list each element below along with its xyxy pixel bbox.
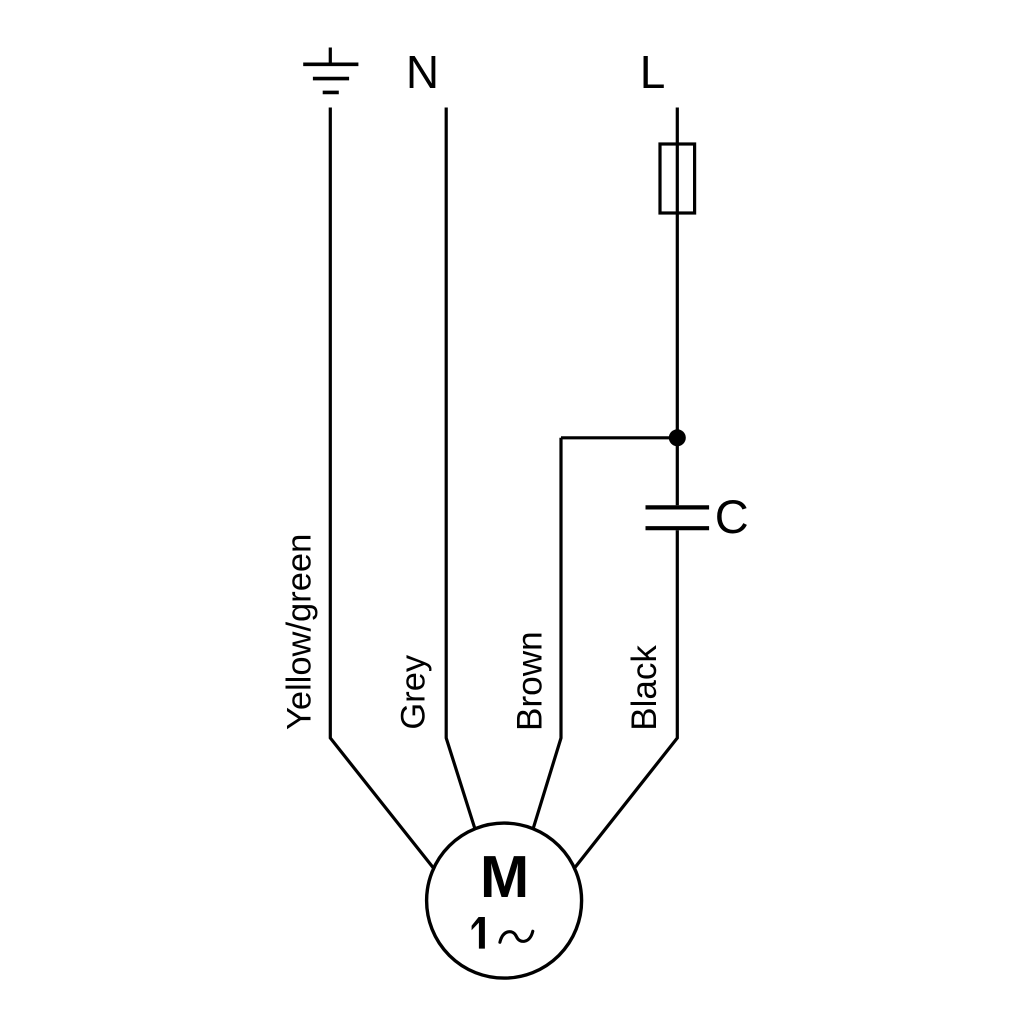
svg-text:Black: Black (625, 645, 664, 731)
svg-text:N: N (406, 46, 439, 98)
svg-text:Grey: Grey (395, 654, 433, 730)
svg-text:Yellow/green: Yellow/green (280, 534, 318, 730)
svg-text:C: C (715, 490, 749, 543)
svg-text:L: L (640, 46, 666, 98)
svg-text:M: M (480, 844, 529, 910)
svg-text:Brown: Brown (511, 631, 550, 731)
